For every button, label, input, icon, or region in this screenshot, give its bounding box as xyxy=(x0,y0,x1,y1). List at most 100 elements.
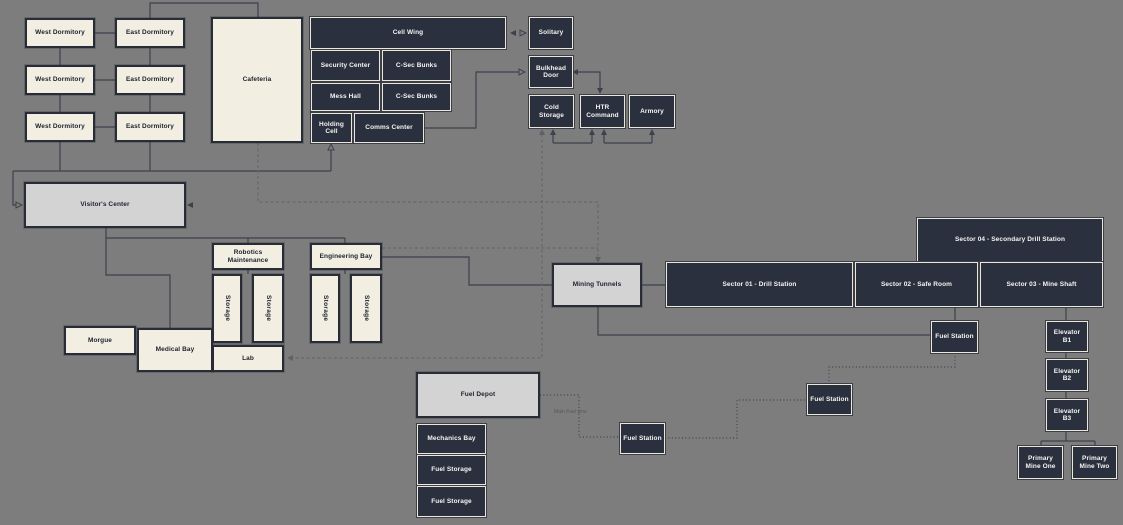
room-mining-tunnels[interactable]: Mining Tunnels xyxy=(552,263,642,307)
room-label-cell-wing: Cell Wing xyxy=(392,29,424,37)
room-label-storage-2: Storage xyxy=(264,295,272,322)
room-label-solitary: Solitary xyxy=(538,29,564,37)
connection-line xyxy=(828,353,956,384)
connection-line xyxy=(665,399,807,439)
door-cellwing-solitary-a-marker xyxy=(510,30,516,36)
room-label-storage-4: Storage xyxy=(362,295,370,322)
room-solitary[interactable]: Solitary xyxy=(528,16,574,50)
room-label-elevator-b3: Elevator B3 xyxy=(1053,407,1081,423)
room-fuel-station-3[interactable]: Fuel Station xyxy=(619,422,666,455)
room-c-sec-bunks-2[interactable]: C-Sec Bunks xyxy=(381,82,452,112)
room-cafeteria[interactable]: Cafeteria xyxy=(211,17,303,143)
room-medical-bay[interactable]: Medical Bay xyxy=(137,328,213,372)
room-visitors-center[interactable]: Visitor's Center xyxy=(24,182,186,228)
room-engineering-bay[interactable]: Engineering Bay xyxy=(310,243,382,270)
room-label-robotics-maintenance: Robotics Maintenance xyxy=(227,249,269,264)
room-label-west-dormitory-3: West Dormitory xyxy=(35,123,85,131)
room-storage-4[interactable]: Storage xyxy=(350,274,382,343)
room-label-sector-02: Sector 02 - Safe Room xyxy=(880,280,953,288)
main-fuel-line-label: Main Fuel Line xyxy=(554,409,587,415)
room-west-dormitory-3[interactable]: West Dormitory xyxy=(25,112,95,142)
room-label-comms-center: Comms Center xyxy=(365,124,413,132)
room-label-fuel-storage-1: Fuel Storage xyxy=(431,466,472,474)
room-label-c-sec-bunks-1: C-Sec Bunks xyxy=(395,61,438,69)
door-visitors-right-marker xyxy=(187,202,193,208)
room-label-engineering-bay: Engineering Bay xyxy=(319,252,373,260)
room-robotics-maintenance[interactable]: Robotics Maintenance xyxy=(212,243,284,270)
room-htr-command[interactable]: HTR Command xyxy=(579,94,626,129)
room-mechanics-bay[interactable]: Mechanics Bay xyxy=(416,423,487,455)
connection-line xyxy=(597,307,931,336)
room-label-west-dormitory-2: West Dormitory xyxy=(35,76,85,84)
room-label-c-sec-bunks-2: C-Sec Bunks xyxy=(395,93,438,101)
connection-line xyxy=(257,143,599,261)
room-elevator-b3[interactable]: Elevator B3 xyxy=(1045,398,1089,432)
room-label-cafeteria: Cafeteria xyxy=(242,76,272,84)
room-label-lab: Lab xyxy=(242,354,254,362)
room-east-dormitory-2[interactable]: East Dormitory xyxy=(115,65,185,95)
room-elevator-b2[interactable]: Elevator B2 xyxy=(1045,358,1089,392)
room-holding-cell[interactable]: Holding Cell xyxy=(310,112,353,144)
room-label-mining-tunnels: Mining Tunnels xyxy=(572,281,622,289)
room-mess-hall[interactable]: Mess Hall xyxy=(310,82,381,112)
room-east-dormitory-1[interactable]: East Dormitory xyxy=(115,18,185,48)
room-sector-04[interactable]: Sector 04 - Secondary Drill Station xyxy=(916,217,1104,263)
room-label-medical-bay: Medical Bay xyxy=(155,346,195,354)
room-label-sector-03: Sector 03 - Mine Shaft xyxy=(1006,280,1077,288)
room-label-elevator-b1: Elevator B1 xyxy=(1053,329,1081,344)
room-cold-storage[interactable]: Cold Storage xyxy=(528,94,575,129)
room-storage-2[interactable]: Storage xyxy=(252,274,284,343)
room-storage-1[interactable]: Storage xyxy=(212,274,242,343)
arrow-lab-right-marker xyxy=(287,355,293,361)
room-fuel-station-2[interactable]: Fuel Station xyxy=(806,383,853,416)
room-fuel-storage-2[interactable]: Fuel Storage xyxy=(416,485,487,518)
arrow-htr-1-marker xyxy=(589,129,595,135)
arrow-holding-cell-marker xyxy=(327,142,335,151)
room-c-sec-bunks-1[interactable]: C-Sec Bunks xyxy=(381,49,452,82)
connection-line xyxy=(578,71,601,88)
arrow-coldstorage-2-marker xyxy=(550,129,556,135)
room-west-dormitory-2[interactable]: West Dormitory xyxy=(25,65,95,95)
room-lab[interactable]: Lab xyxy=(212,345,284,372)
room-label-fuel-storage-2: Fuel Storage xyxy=(431,497,472,505)
room-label-cold-storage: Cold Storage xyxy=(539,104,564,119)
room-label-morgue: Morgue xyxy=(87,336,113,344)
room-primary-mine-one[interactable]: Primary Mine One xyxy=(1017,445,1064,480)
door-bulkhead-left-marker xyxy=(518,68,527,76)
room-elevator-b1[interactable]: Elevator B1 xyxy=(1045,320,1089,353)
room-sector-01[interactable]: Sector 01 - Drill Station xyxy=(665,261,854,308)
connection-line xyxy=(540,394,620,438)
room-cell-wing[interactable]: Cell Wing xyxy=(309,16,507,50)
room-label-visitors-center: Visitor's Center xyxy=(80,201,130,209)
room-sector-02[interactable]: Sector 02 - Safe Room xyxy=(854,261,979,308)
door-visitors-left-marker xyxy=(15,201,24,209)
room-armory[interactable]: Armory xyxy=(628,94,676,129)
room-bulkhead-door[interactable]: Bulkhead Door xyxy=(528,55,574,89)
arrow-armory-marker xyxy=(649,129,655,135)
room-label-fuel-station-3: Fuel Station xyxy=(623,434,662,442)
door-cellwing-solitary-b-marker xyxy=(519,29,528,37)
room-label-fuel-station-2: Fuel Station xyxy=(810,395,849,403)
connection-line xyxy=(12,171,17,206)
room-west-dormitory-1[interactable]: West Dormitory xyxy=(25,18,95,48)
room-sector-03[interactable]: Sector 03 - Mine Shaft xyxy=(979,261,1104,308)
room-label-mess-hall: Mess Hall xyxy=(330,93,361,101)
room-label-primary-mine-one: Primary Mine One xyxy=(1025,455,1056,470)
room-fuel-depot[interactable]: Fuel Depot xyxy=(416,372,540,418)
room-primary-mine-two[interactable]: Primary Mine Two xyxy=(1071,445,1118,480)
room-storage-3[interactable]: Storage xyxy=(310,274,340,343)
room-fuel-storage-1[interactable]: Fuel Storage xyxy=(416,454,487,486)
room-label-security-center: Security Center xyxy=(320,61,371,69)
connection-line xyxy=(149,2,259,18)
room-label-storage-3: Storage xyxy=(321,295,329,322)
room-label-armory: Armory xyxy=(640,107,664,115)
room-label-bulkhead-door: Bulkhead Door xyxy=(535,64,567,80)
room-fuel-station-1[interactable]: Fuel Station xyxy=(930,320,979,354)
room-east-dormitory-3[interactable]: East Dormitory xyxy=(115,112,185,142)
room-morgue[interactable]: Morgue xyxy=(64,326,136,355)
connection-line xyxy=(105,228,171,328)
room-security-center[interactable]: Security Center xyxy=(310,49,381,82)
arrow-htr-top-marker xyxy=(597,88,603,94)
room-comms-center[interactable]: Comms Center xyxy=(353,112,425,144)
